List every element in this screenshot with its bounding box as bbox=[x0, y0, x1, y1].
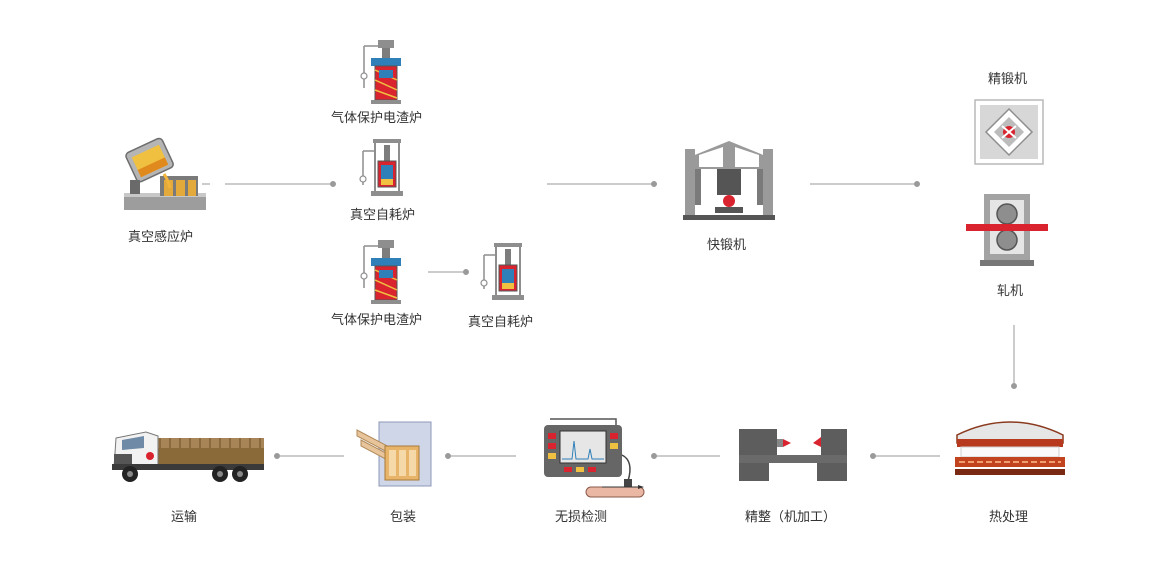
vacuum-arc-furnace-icon bbox=[359, 139, 405, 197]
electroslag-furnace-icon bbox=[358, 40, 404, 104]
var-mid-label: 真空自耗炉 bbox=[350, 208, 416, 223]
connector-dot bbox=[1011, 383, 1017, 389]
electroslag-furnace-icon bbox=[358, 240, 404, 304]
fast-forging-label: 快锻机 bbox=[707, 238, 747, 253]
induction-furnace-label: 真空感应炉 bbox=[128, 230, 194, 245]
heat-treatment-furnace-icon bbox=[953, 415, 1067, 479]
package-icon bbox=[355, 418, 433, 492]
packaging-label: 包装 bbox=[390, 510, 417, 525]
ultrasonic-tester-icon bbox=[542, 415, 648, 501]
esr-top-label: 气体保护电渣炉 bbox=[331, 111, 423, 126]
transport-label: 运输 bbox=[171, 510, 198, 525]
precision-forging-label: 精锻机 bbox=[988, 72, 1028, 87]
furnace-pour-icon bbox=[120, 136, 210, 216]
connector-dot bbox=[463, 269, 469, 275]
connector-dot bbox=[445, 453, 451, 459]
rolling-label: 轧机 bbox=[997, 284, 1024, 299]
connector-dot bbox=[914, 181, 920, 187]
finishing-label: 精整（机加工） bbox=[745, 510, 837, 525]
heat-treatment-label: 热处理 bbox=[989, 510, 1029, 525]
vacuum-arc-furnace-icon bbox=[480, 243, 526, 301]
truck-icon bbox=[110, 424, 266, 488]
ndt-label: 无损检测 bbox=[555, 510, 608, 525]
precision-forging-icon bbox=[974, 99, 1044, 165]
rolling-mill-icon bbox=[966, 192, 1048, 268]
var-bottom-label: 真空自耗炉 bbox=[468, 315, 534, 330]
connector-dot bbox=[651, 181, 657, 187]
connector-dot bbox=[870, 453, 876, 459]
forging-press-icon bbox=[683, 141, 775, 221]
connector-dot bbox=[330, 181, 336, 187]
connector-dot bbox=[274, 453, 280, 459]
lathe-icon bbox=[737, 425, 849, 483]
connector-dot bbox=[651, 453, 657, 459]
esr-bottom-label: 气体保护电渣炉 bbox=[331, 313, 423, 328]
